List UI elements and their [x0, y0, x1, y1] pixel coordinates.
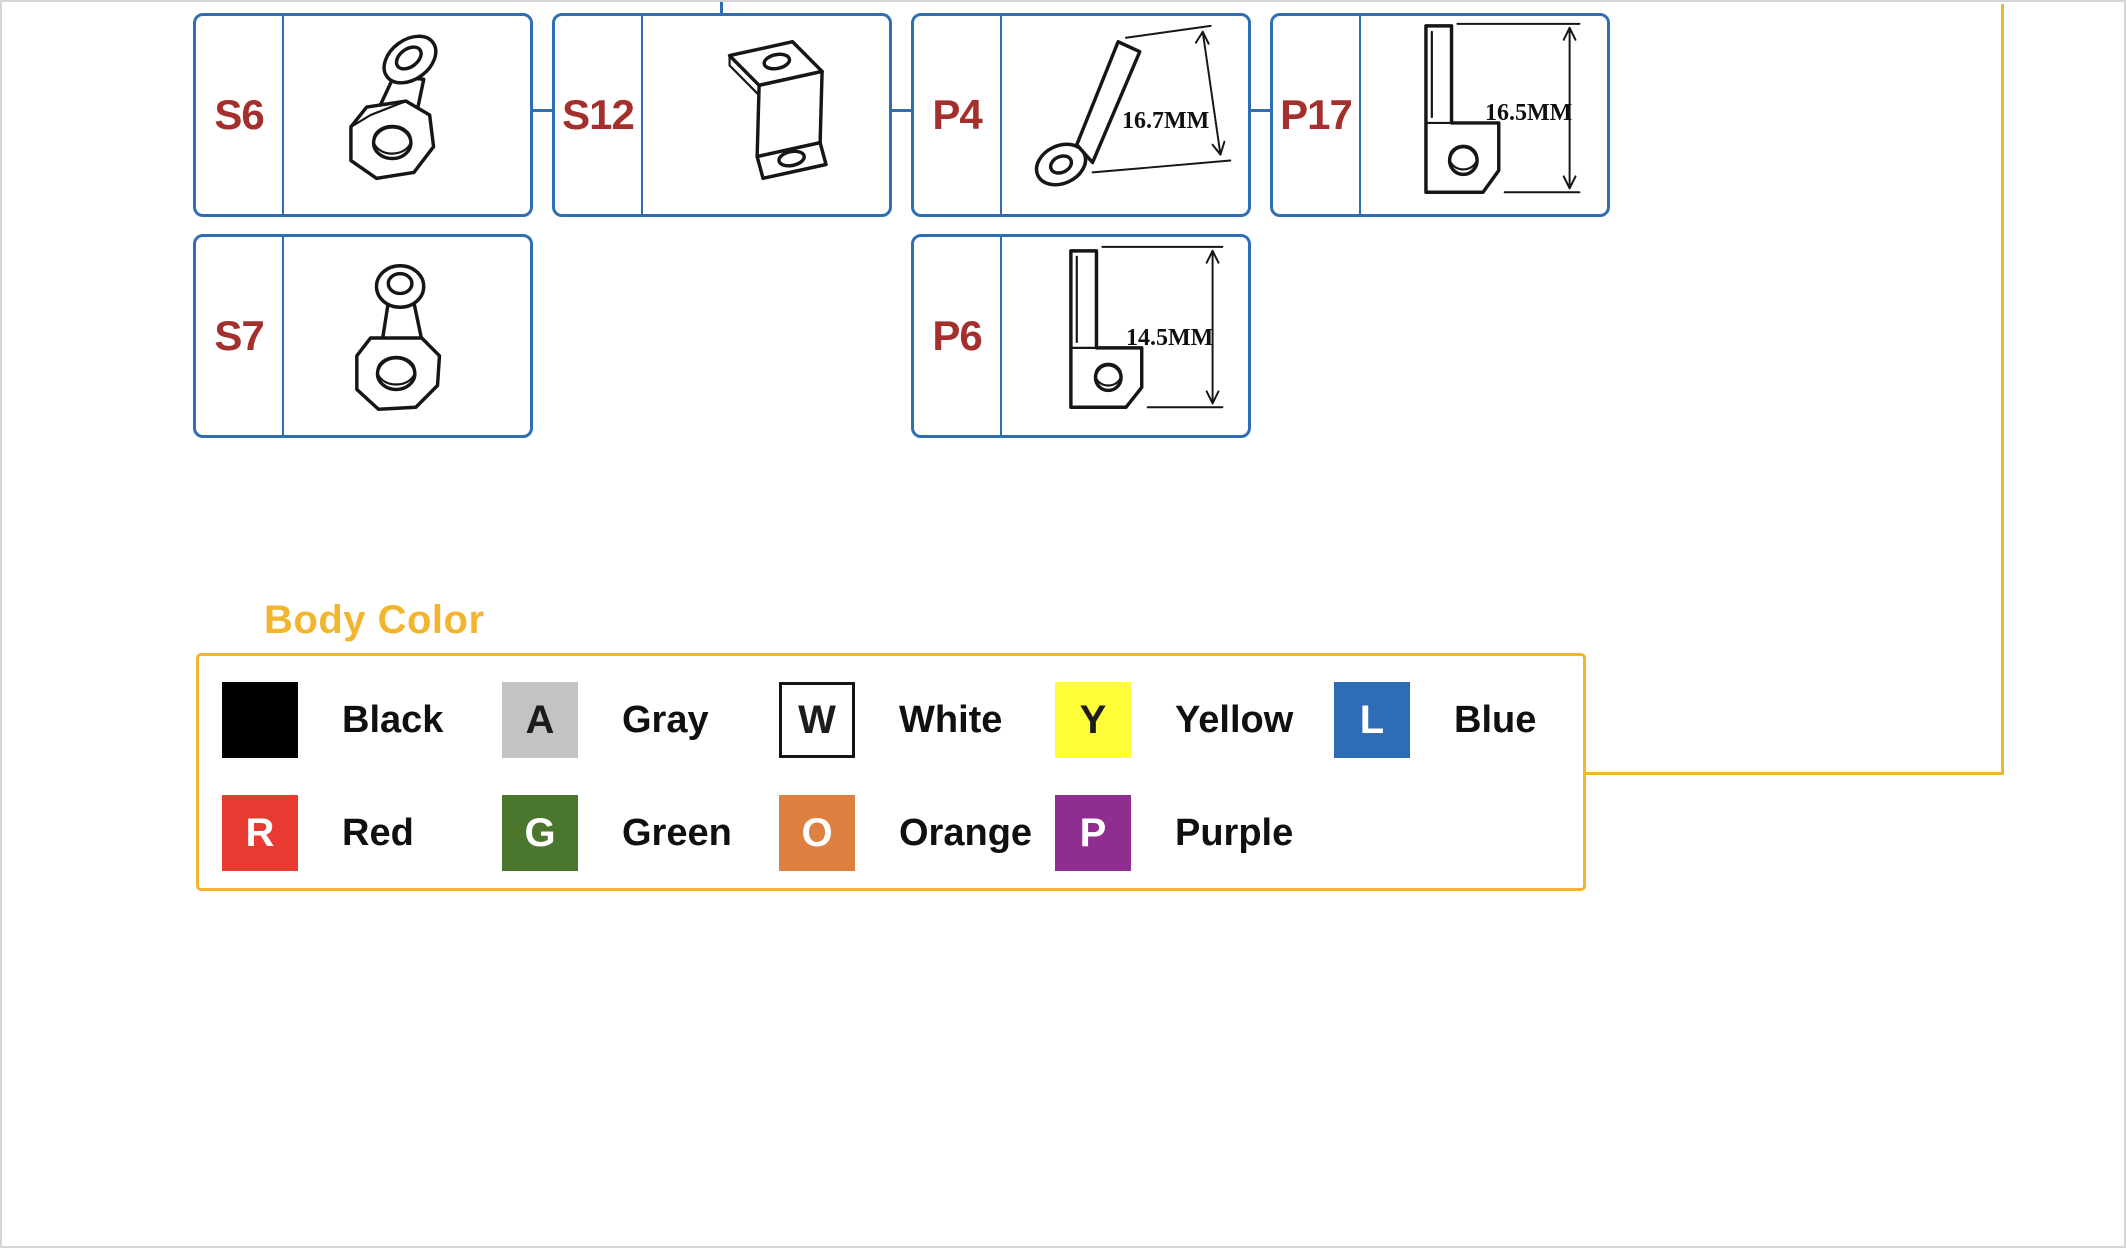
part-label-s12: S12 — [555, 16, 643, 214]
part-label-s6: S6 — [196, 16, 284, 214]
part-box-p4: P4 16.7MM — [911, 13, 1251, 217]
swatch-label-blue: Blue — [1454, 698, 1537, 741]
swatch-label-purple: Purple — [1175, 811, 1294, 854]
swatch-chip-purple: P — [1055, 795, 1131, 871]
swatch-label-orange: Orange — [899, 811, 1033, 854]
swatch-chip-red: R — [222, 795, 298, 871]
dimension-label-p6: 14.5MM — [1126, 325, 1214, 351]
part-label-s7: S7 — [196, 237, 284, 435]
swatch-blue: L Blue — [1334, 682, 1536, 758]
swatch-chip-orange: O — [779, 795, 855, 871]
swatch-label-black: Black — [342, 698, 444, 741]
terminal-drawing-icon — [727, 40, 828, 181]
terminal-drawing-icon — [1424, 22, 1581, 194]
connector-s12-p4 — [890, 109, 913, 112]
terminal-drawing-icon — [1034, 24, 1232, 187]
part-drawing-s12 — [643, 16, 889, 214]
part-label-p4: P4 — [914, 16, 1002, 214]
part-box-s12: S12 — [552, 13, 892, 217]
part-box-s6: S6 — [193, 13, 533, 217]
swatch-label-green: Green — [622, 811, 732, 854]
swatch-chip-gray: A — [502, 682, 578, 758]
swatch-label-yellow: Yellow — [1175, 698, 1294, 741]
swatch-chip-green: G — [502, 795, 578, 871]
part-box-p17: P17 16.5MM — [1270, 13, 1610, 217]
accent-line-vertical — [2001, 4, 2004, 775]
terminal-drawing-icon — [349, 34, 438, 181]
dimension-label-p17: 16.5MM — [1485, 100, 1573, 126]
swatch-white: W White — [779, 682, 1002, 758]
part-drawing-p6: 14.5MM — [1002, 237, 1248, 435]
body-color-title: Body Color — [264, 598, 485, 642]
accent-line-horizontal — [1586, 772, 2004, 775]
part-drawing-p17: 16.5MM — [1361, 16, 1607, 214]
part-box-p6: P6 14.5MM — [911, 234, 1251, 438]
connector-s6-s12 — [531, 109, 554, 112]
swatch-red: R Red — [222, 795, 414, 871]
terminal-drawing-icon — [1069, 245, 1224, 410]
body-color-panel: Black A Gray W White Y Yellow L Blue R R… — [196, 653, 1586, 891]
connector-p4-p17 — [1249, 109, 1272, 112]
swatch-orange: O Orange — [779, 795, 1032, 871]
swatch-gray: A Gray — [502, 682, 709, 758]
part-drawing-s6 — [284, 16, 530, 214]
part-label-p6: P6 — [914, 237, 1002, 435]
part-label-p17: P17 — [1273, 16, 1361, 214]
terminal-drawing-icon — [355, 263, 442, 411]
swatch-label-red: Red — [342, 811, 414, 854]
swatch-chip-black — [222, 682, 298, 758]
swatch-label-white: White — [899, 698, 1003, 741]
dimension-label-p4: 16.7MM — [1122, 108, 1210, 134]
swatch-chip-yellow: Y — [1055, 682, 1131, 758]
swatch-green: G Green — [502, 795, 732, 871]
part-box-s7: S7 — [193, 234, 533, 438]
swatch-purple: P Purple — [1055, 795, 1293, 871]
part-drawing-s7 — [284, 237, 530, 435]
swatch-black: Black — [222, 682, 443, 758]
swatch-label-gray: Gray — [622, 698, 709, 741]
swatch-chip-blue: L — [1334, 682, 1410, 758]
part-drawing-p4: 16.7MM — [1002, 16, 1248, 214]
swatch-yellow: Y Yellow — [1055, 682, 1293, 758]
swatch-chip-white: W — [779, 682, 855, 758]
tree-stub-s12 — [720, 2, 723, 15]
